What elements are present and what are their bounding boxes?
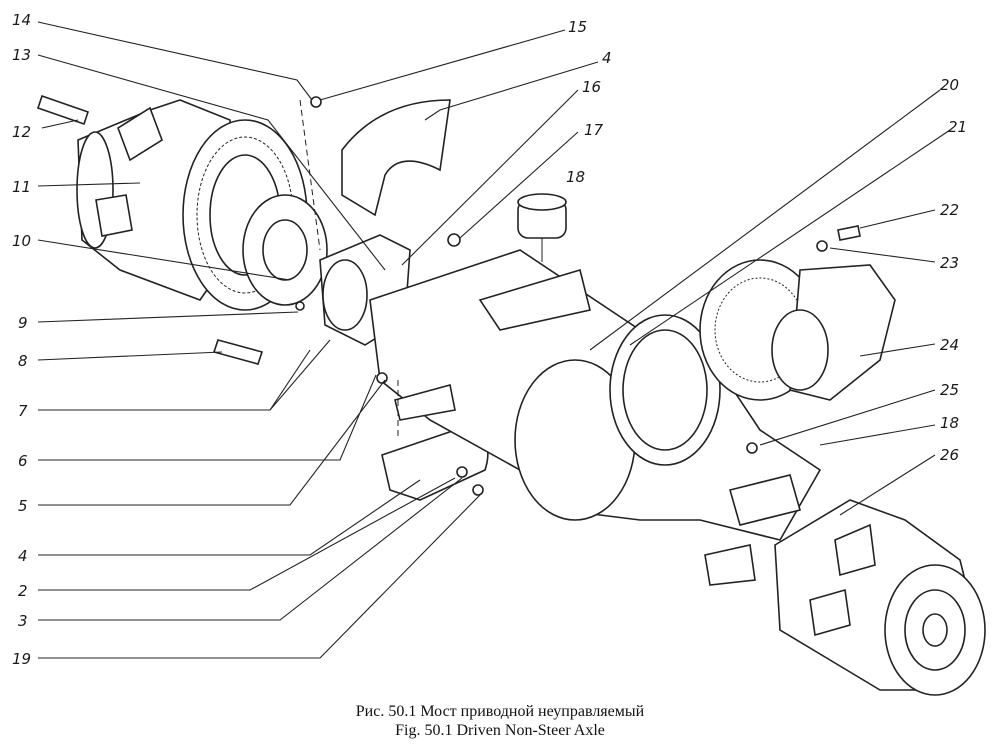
caption-russian: Рис. 50.1 Мост приводной неуправляемый	[355, 703, 645, 720]
axle-exploded-diagram: 14 15 13 4 16 20 12 21 17 18 11 22 10 23…	[12, 11, 986, 696]
axle-housing-drawing	[369, 249, 822, 586]
caption-english: Fig. 50.1 Driven Non-Steer Axle	[395, 722, 605, 739]
callout-18-upper: 18	[566, 168, 585, 186]
callout-9: 9	[18, 314, 28, 332]
callout-26: 26	[940, 446, 959, 464]
callout-22: 22	[940, 201, 959, 219]
left-hub-drawing	[76, 99, 308, 311]
callout-labels: 14 15 13 4 16 20 12 21 17 18 11 22 10 23…	[12, 11, 967, 668]
callout-4-lower: 4	[18, 547, 28, 565]
callout-21: 21	[948, 118, 967, 136]
callout-11: 11	[12, 178, 31, 196]
callout-4-upper: 4	[602, 49, 612, 67]
leader-lines	[37, 21, 951, 659]
callout-10: 10	[12, 232, 31, 250]
upper-brake-shield-drawing	[341, 99, 451, 217]
breather-drawing	[517, 193, 567, 262]
callout-17: 17	[584, 121, 604, 139]
small-fasteners-drawing	[212, 96, 861, 496]
callout-6: 6	[18, 452, 28, 470]
callout-20: 20	[940, 76, 959, 94]
callout-14: 14	[12, 11, 31, 29]
callout-15: 15	[568, 18, 587, 36]
callout-25: 25	[940, 381, 959, 399]
differential-drawing	[699, 259, 896, 401]
callout-5: 5	[18, 497, 28, 515]
callout-7: 7	[18, 402, 28, 420]
callout-19: 19	[12, 650, 31, 668]
callout-18-lower: 18	[940, 414, 959, 432]
stud-drawing	[36, 94, 90, 126]
callout-16: 16	[582, 78, 601, 96]
callout-24: 24	[940, 336, 959, 354]
gasket-drawing	[609, 314, 721, 466]
callout-3: 3	[18, 612, 28, 630]
callout-8: 8	[18, 352, 28, 370]
right-hub-drawing	[774, 499, 986, 696]
brake-disc-drawing	[242, 194, 328, 306]
callout-2: 2	[18, 582, 28, 600]
callout-12: 12	[12, 123, 31, 141]
callout-13: 13	[12, 46, 31, 64]
callout-23: 23	[940, 254, 959, 272]
